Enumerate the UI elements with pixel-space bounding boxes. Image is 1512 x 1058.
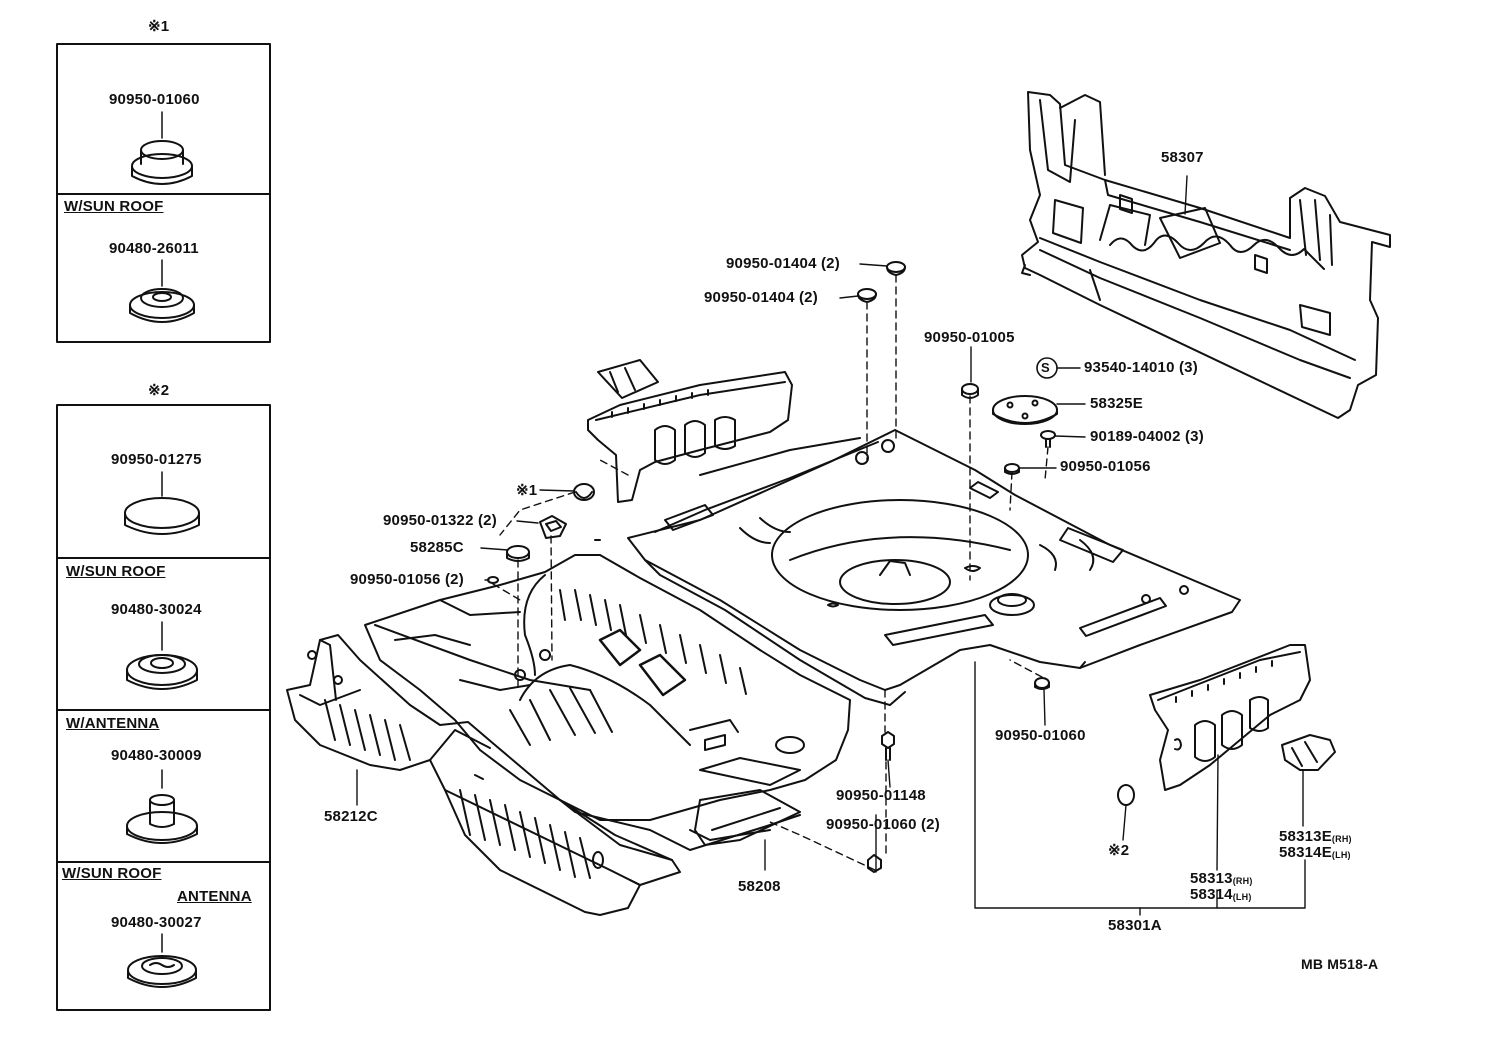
- legend-box-2: [56, 404, 271, 1011]
- inner-panel-rh: [1149, 644, 1311, 791]
- callout-part: 90950-01322 (2): [383, 512, 497, 529]
- grommet-icon: [126, 654, 198, 690]
- plug-icon: [124, 497, 200, 535]
- callout-part: 90950-01148: [836, 787, 926, 804]
- part-number: 90950-01060: [109, 91, 200, 108]
- rear-floor-pan: [627, 429, 1241, 706]
- floor-reinforcement: [694, 789, 801, 846]
- callout-part: 90950-01056 (2): [350, 571, 464, 588]
- bolt-icon: [881, 731, 895, 761]
- callout-inner-panel-lh: 58314(LH): [1190, 886, 1252, 903]
- plug-icon: [867, 854, 882, 873]
- plug-icon: [1117, 784, 1135, 806]
- bolt-icon: [1040, 430, 1056, 448]
- s-mark: S: [1041, 360, 1050, 375]
- bracket: [1281, 734, 1336, 771]
- part-number: 90480-30024: [111, 601, 202, 618]
- variant-label: W/SUN ROOF: [64, 198, 164, 215]
- plug-icon: [131, 140, 193, 185]
- part-number: 90480-30009: [111, 747, 202, 764]
- plug-icon: [506, 545, 530, 562]
- callout-part: 90950-01060: [995, 727, 1086, 744]
- callout-part: 90950-01060 (2): [826, 816, 940, 833]
- diagram-code: MB M518-A: [1301, 956, 1379, 972]
- part-number: 90950-01275: [111, 451, 202, 468]
- callout-part: 93540-14010 (3): [1084, 359, 1198, 376]
- callout-bracket-lh: 58314E(LH): [1279, 844, 1351, 861]
- plug-icon: [539, 515, 567, 539]
- grommet-icon: [127, 955, 197, 988]
- callout-side-member: 58212C: [324, 808, 378, 825]
- callout-part: 90189-04002 (3): [1090, 428, 1204, 445]
- plug-icon: [886, 261, 906, 276]
- callout-floor-reinforcement: 58208: [738, 878, 781, 895]
- legend-marker-1: ※1: [148, 18, 170, 35]
- plug-icon: [573, 483, 595, 501]
- callout-bracket-rh: 58313E(RH): [1279, 828, 1352, 845]
- part-number: 90480-26011: [109, 240, 199, 257]
- callout-upper-back-panel: 58307: [1161, 149, 1204, 166]
- variant-label: W/SUN ROOF: [62, 865, 162, 882]
- inner-panel-upper: [587, 359, 793, 503]
- part-number: 90480-30027: [111, 914, 202, 931]
- grommet-icon: [129, 288, 195, 323]
- antenna-grommet-icon: [126, 794, 198, 844]
- callout-part: 90950-01056: [1060, 458, 1151, 475]
- callout-inner-panel-rh: 58313(RH): [1190, 870, 1253, 887]
- leader-lines: [356, 175, 1306, 916]
- callout-part: 90950-01404 (2): [704, 289, 818, 306]
- callout-part: 90950-01404 (2): [726, 255, 840, 272]
- side-member: [286, 634, 681, 916]
- variant-label: ANTENNA: [177, 888, 252, 905]
- legend-marker-2-callout: ※2: [1108, 842, 1130, 859]
- callout-floor-pan-assembly: 58301A: [1108, 917, 1162, 934]
- legend-box-1: [56, 43, 271, 343]
- plug-icon: [1034, 677, 1050, 690]
- assembly-lines: [492, 274, 1049, 871]
- legend-marker-2: ※2: [148, 382, 170, 399]
- legend-marker-1-callout: ※1: [516, 482, 538, 499]
- callout-part: 90950-01005: [924, 329, 1015, 346]
- plug-icon: [857, 288, 877, 303]
- callout-part: 58325E: [1090, 395, 1143, 412]
- shield-plate-icon: [992, 395, 1058, 425]
- upper-back-panel: [1021, 91, 1391, 419]
- variant-label: W/SUN ROOF: [66, 563, 166, 580]
- variant-label: W/ANTENNA: [66, 715, 160, 732]
- callout-part: 58285C: [410, 539, 464, 556]
